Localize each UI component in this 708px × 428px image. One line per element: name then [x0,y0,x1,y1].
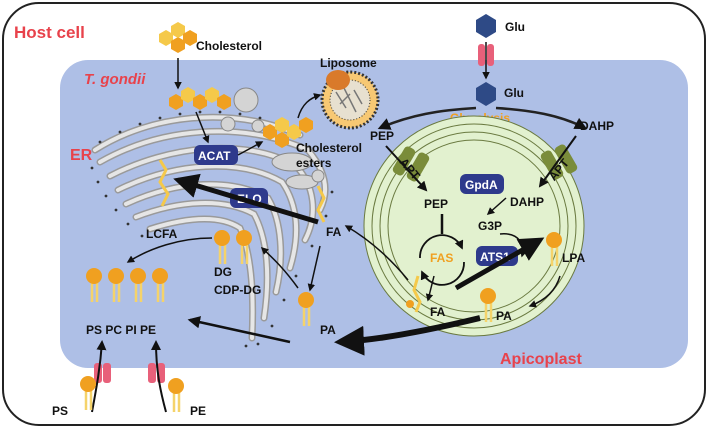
fa-export-arrow [344,225,409,281]
elo-elongation-arrow [173,173,319,225]
pep-outer-label: PEP [370,129,394,143]
dahp-to-g3p-arrow [486,197,507,215]
acat-enzyme: ACAT [194,145,238,165]
fas-label: FAS [430,251,453,265]
ps-host-label: PS [52,404,68,418]
vesicles [220,87,325,190]
host-cell-label: Host cell [14,23,85,42]
pe-uptake-arrow [151,340,167,413]
liposome-label: Liposome [320,56,377,70]
er-label: ER [70,147,93,164]
dahp-outer-label: DAHP [580,119,614,133]
glu-outside-label: Glu [505,20,525,34]
glu-hexagon-inside [476,82,496,106]
esters-to-liposome-arrow [297,93,322,119]
cholesterol-esters-label-2: esters [296,156,332,170]
ps-pc-pi-pe-label: PS PC PI PE [86,323,156,337]
pep-import-arrow [385,145,428,192]
fa-apico-label: FA [430,305,446,319]
cholesterol-label: Cholesterol [196,39,262,53]
g3p-label: G3P [478,219,502,233]
ats1-to-lpa-arrow [454,237,545,291]
gpda-enzyme: GpdA [460,174,504,194]
acat-to-esters-arrow [237,141,264,156]
fa-apico-molecule [406,275,422,313]
svg-text:GpdA: GpdA [465,178,498,192]
dahp-import-arrow [538,135,577,188]
lcfa-chain [158,159,170,207]
lpa-label: LPA [562,251,585,265]
ps-uptake-arrow [91,340,107,413]
ribosome-dots [90,110,334,348]
fa-er-chain [316,185,326,223]
pep-inner-label: PEP [424,197,448,211]
glu-inside-label: Glu [504,86,524,100]
pa-apico-label: PA [496,309,512,323]
fas-cycle [419,234,465,286]
pa-to-dg-arrow [260,246,299,289]
fas-to-fa-arrow [425,275,435,302]
liposome [320,70,380,130]
cholesterol-to-acat-arrow [195,111,210,144]
glu-hexagon-outside [476,14,496,38]
cdp-dg-label: CDP-DG [214,283,261,297]
dg-label: DG [214,265,232,279]
fa-er-label: FA [326,225,342,239]
apicoplast-membranes [363,115,585,337]
svg-text:ACAT: ACAT [198,149,231,163]
pa-export-arrow [334,315,481,356]
apicoplast-label: Apicoplast [500,351,582,368]
glycolysis-to-dahp-arrow [495,106,588,130]
lpa-to-pa-arrow [528,275,561,308]
lcfa-label: LCFA [146,227,178,241]
glucose-transporter [478,44,494,66]
pa-er-label: PA [320,323,336,337]
pa-to-phospholipids-arrow [187,316,291,344]
glycolysis-to-pep-arrow [377,106,477,130]
cholesterol-esters-label-1: Cholesterol [296,141,362,155]
pe-host-label: PE [190,404,206,418]
parasite-label: T. gondii [84,71,146,88]
dahp-inner-label: DAHP [510,195,544,209]
dg-to-phospholipids-arrow [126,237,213,263]
fa-to-pa-arrow [307,245,321,292]
